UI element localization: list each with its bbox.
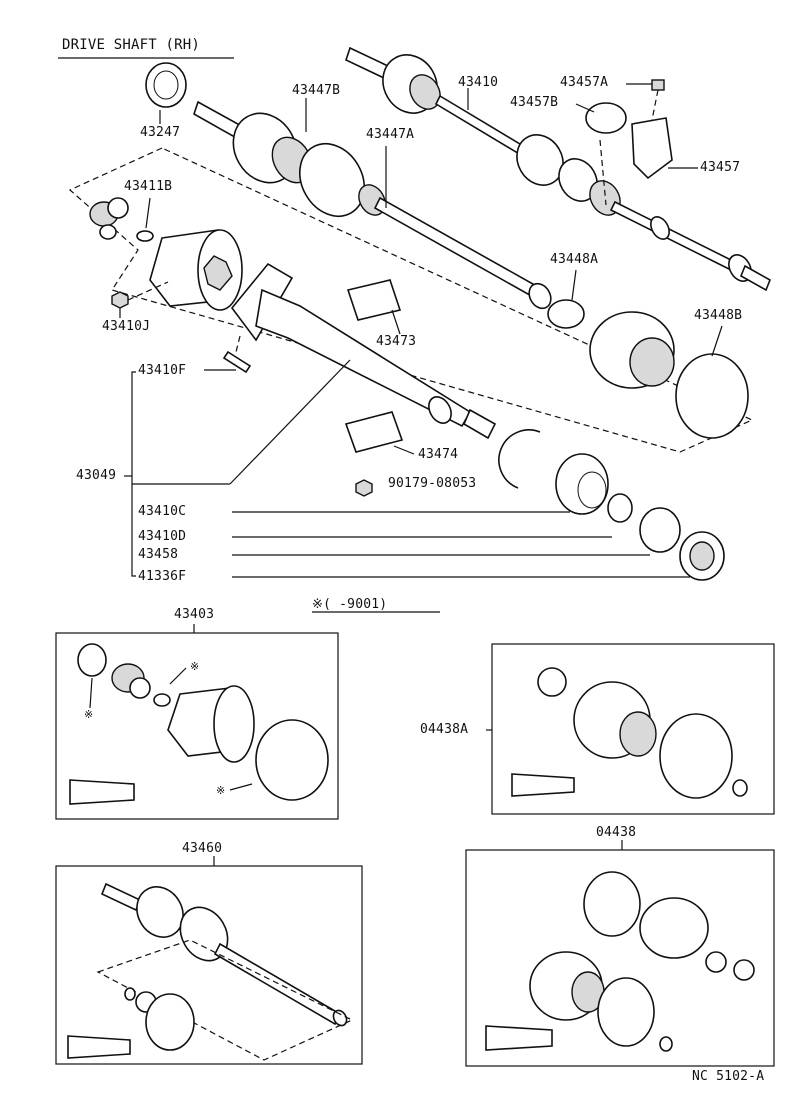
part-number-43410D: 43410D — [138, 529, 187, 544]
part-number-43458: 43458 — [138, 547, 179, 562]
part-number-43411B: 43411B — [124, 179, 173, 194]
part-number-43448B: 43448B — [694, 308, 743, 323]
kit-number-04438A: 04438A — [420, 722, 469, 737]
part-number-43447B: 43447B — [292, 83, 341, 98]
part-number-41336F: 41336F — [138, 569, 187, 584]
snap-ring-43410D — [607, 493, 633, 523]
circlip — [498, 429, 541, 489]
bearing-bracket-43457 — [631, 117, 673, 180]
center-bearing — [555, 453, 609, 515]
part-number-43410F: 43410F — [138, 363, 187, 378]
diagram-title: DRIVE SHAFT (RH) — [62, 37, 201, 53]
kit-43403-band — [77, 643, 107, 677]
boot-clamp-43473 — [346, 279, 402, 321]
seal-43458 — [639, 507, 681, 553]
inboard-shaft-assembly — [193, 100, 552, 310]
tripod-joint-43411B — [89, 197, 129, 240]
drive-shaft-assembly-43410 — [345, 46, 772, 292]
part-number-43448A: 43448A — [550, 252, 599, 267]
bolt-90179 — [355, 479, 373, 497]
kit-number-43403: 43403 — [174, 607, 215, 622]
boot-band-43448A — [547, 299, 585, 329]
figure-code: NC 5102-A — [692, 1069, 765, 1084]
star-mark: ※ — [84, 708, 94, 721]
part-number-43410C: 43410C — [138, 504, 187, 519]
intermediate-shaft — [230, 262, 497, 440]
star-mark: ※ — [216, 784, 226, 797]
kit-box-04438 — [465, 849, 775, 1067]
kit-number-04438: 04438 — [596, 825, 637, 840]
part-number-43457B: 43457B — [510, 95, 559, 110]
part-number-43473: 43473 — [376, 334, 417, 349]
boot-band-43448B — [675, 353, 749, 439]
part-number-43410J: 43410J — [102, 319, 151, 334]
grease-tube — [69, 779, 135, 805]
part-number-43457: 43457 — [700, 160, 741, 175]
nut-43410J — [111, 291, 129, 309]
star-mark: ※ — [190, 660, 200, 673]
kit-box-43403 — [55, 632, 339, 820]
outboard-housing — [149, 229, 243, 311]
snap-ring-43411 — [136, 230, 154, 242]
part-number-43447A: 43447A — [366, 127, 415, 142]
snap-ring-43457B — [585, 102, 627, 134]
clamp-43474 — [344, 411, 404, 453]
kit-box-43460 — [55, 865, 363, 1065]
kit-number-43460: 43460 — [182, 841, 223, 856]
part-number-43474: 43474 — [418, 447, 459, 462]
kit-outline — [68, 147, 754, 453]
part-number-43049: 43049 — [76, 468, 117, 483]
part-number-90179-08053: 90179-08053 — [388, 476, 477, 491]
date-range-note: ※( -9001) — [312, 597, 388, 612]
oil-seal-43247 — [145, 62, 187, 108]
part-number-43457A: 43457A — [560, 75, 609, 90]
kit-box-04438A — [491, 643, 775, 815]
bracket-leader — [131, 371, 136, 577]
part-number-43247: 43247 — [140, 125, 181, 140]
part-number-43410: 43410 — [458, 75, 499, 90]
bolt-43457A — [651, 79, 665, 91]
bolt-43410F — [222, 350, 252, 374]
